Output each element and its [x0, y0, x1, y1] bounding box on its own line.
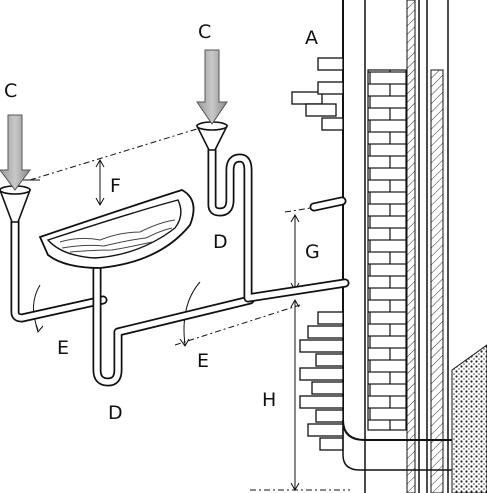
label-c-right: C: [198, 21, 211, 43]
arrow-c-right: [196, 49, 228, 125]
label-h: H: [262, 389, 276, 411]
label-a: A: [305, 27, 318, 49]
label-f: F: [110, 175, 121, 197]
label-c-left: C: [4, 80, 17, 102]
label-d-sink: D: [108, 402, 123, 424]
label-e-left: E: [57, 337, 69, 359]
label-d-right: D: [213, 231, 228, 253]
label-g: G: [305, 241, 320, 263]
drain-pipes: [10, 145, 350, 387]
dimension-lines: [15, 127, 350, 492]
arrow-c-left: [0, 114, 31, 191]
brick-cluster-lower: [299, 311, 344, 451]
wall-structure: [291, 0, 487, 493]
brick-cluster-upper: [291, 57, 344, 131]
funnel-right: [195, 121, 229, 151]
label-e-right: E: [197, 350, 209, 372]
sink-basin: [38, 189, 195, 269]
funnel-left: [0, 185, 32, 223]
